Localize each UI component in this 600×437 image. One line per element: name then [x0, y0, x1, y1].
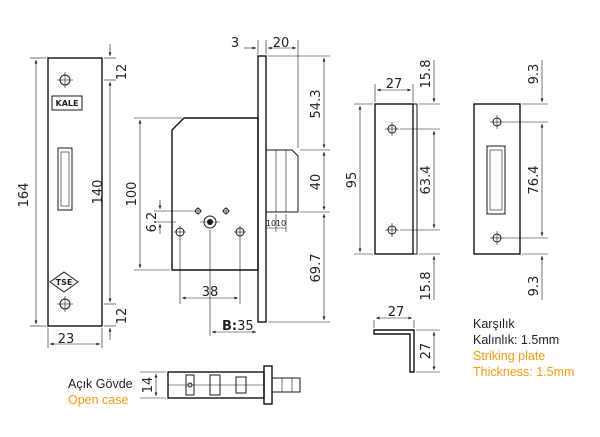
strike-front-slot-inner — [489, 149, 503, 211]
lock-body-side-view: 3 20 54.3 40 69.7 10 10 100 6.2 — [125, 36, 330, 336]
spindle-hub-icon — [200, 215, 220, 229]
strike-dim-63-4: 63.4 — [419, 166, 434, 195]
lock-body-outline — [171, 117, 259, 271]
strike-info-title-en: Striking plate — [473, 349, 545, 363]
strike-dim-15-8-bottom: 15.8 — [419, 272, 434, 301]
dim-164: 164 — [17, 183, 32, 208]
dim-3: 3 — [231, 36, 239, 51]
strike-dim-9-3-top: 9.3 — [527, 64, 542, 85]
dim-12-bottom: 12 — [115, 308, 130, 325]
strike-info-labels: Karşılık Kalınlık: 1.5mm Striking plate … — [473, 317, 574, 379]
dim-10-b: 10 — [276, 219, 286, 228]
dim-40: 40 — [309, 174, 324, 191]
strike-bracket-view: 27 27 — [373, 305, 440, 373]
bracket-dim-height: 27 — [419, 343, 434, 360]
strike-side-bottom-screw-icon — [385, 223, 399, 237]
strike-side-lip — [412, 103, 418, 255]
faceplate-outline — [47, 57, 103, 327]
latch-slot — [57, 147, 73, 211]
open-case-dim-14: 14 — [141, 377, 156, 394]
strike-front-top-screw-icon — [490, 115, 504, 129]
latch-bolt — [266, 149, 299, 213]
strike-info-thickness-en: Thickness: 1.5mm — [473, 365, 574, 379]
dim-69-7: 69.7 — [309, 254, 324, 283]
strike-side-top-screw-icon — [385, 122, 399, 136]
side-faceplate — [257, 55, 267, 323]
dim-100: 100 — [125, 182, 140, 207]
tse-logo: TSE — [49, 271, 79, 293]
strike-dim-9-3-bottom: 9.3 — [527, 276, 542, 297]
dim-10-a: 10 — [266, 219, 276, 228]
small-screw-icon-left — [194, 207, 202, 215]
dim-backset: B:35 — [222, 319, 254, 334]
open-case-label-tr: Açık Gövde — [68, 377, 133, 391]
bracket-profile — [373, 329, 415, 373]
strike-front-slot — [486, 145, 506, 215]
kale-logo-text: KALE — [56, 99, 79, 108]
kale-logo: KALE — [51, 95, 83, 111]
strike-dim-76-4: 76.4 — [527, 166, 542, 195]
dim-54-3: 54.3 — [309, 90, 324, 119]
strike-side-outline — [374, 103, 414, 255]
open-case-view: 14 — [140, 365, 301, 405]
dim-20: 20 — [273, 36, 290, 51]
dim-6-2: 6.2 — [145, 212, 160, 233]
open-case-faceplate — [263, 365, 273, 405]
faceplate-top-screw-icon — [57, 72, 73, 88]
faceplate-view: KALE TSE 164 140 12 12 23 — [17, 44, 130, 348]
open-case-label-en: Open case — [68, 393, 129, 407]
open-case-bolt — [271, 377, 301, 393]
open-case-labels: Açık Gövde Open case — [68, 377, 133, 407]
backset-label: B: — [222, 319, 237, 334]
cylinder-hole-left-icon — [174, 226, 186, 238]
tse-logo-text: TSE — [56, 278, 73, 287]
dim-12-top: 12 — [115, 64, 130, 81]
dim-23: 23 — [58, 332, 75, 347]
backset-value: 35 — [237, 319, 254, 334]
faceplate-bottom-screw-icon — [57, 296, 73, 312]
strike-plate-side-view: 27 95 15.8 63.4 15.8 — [345, 60, 440, 301]
dim-140: 140 — [91, 180, 106, 205]
latch-slot-inner — [60, 151, 70, 207]
small-screw-icon-right — [222, 207, 230, 215]
strike-dim-95: 95 — [345, 172, 360, 189]
strike-info-title: Karşılık — [473, 317, 515, 331]
strike-dim-27: 27 — [386, 77, 403, 92]
strike-info-thickness-tr: Kalınlık: 1.5mm — [473, 333, 559, 347]
strike-plate-front-view: 9.3 76.4 9.3 — [473, 60, 548, 300]
strike-front-bottom-screw-icon — [490, 231, 504, 245]
strike-dim-15-8-top: 15.8 — [419, 60, 434, 89]
bracket-dim-width: 27 — [388, 305, 405, 320]
strike-front-outline — [473, 103, 521, 255]
cylinder-hole-right-icon — [234, 226, 246, 238]
